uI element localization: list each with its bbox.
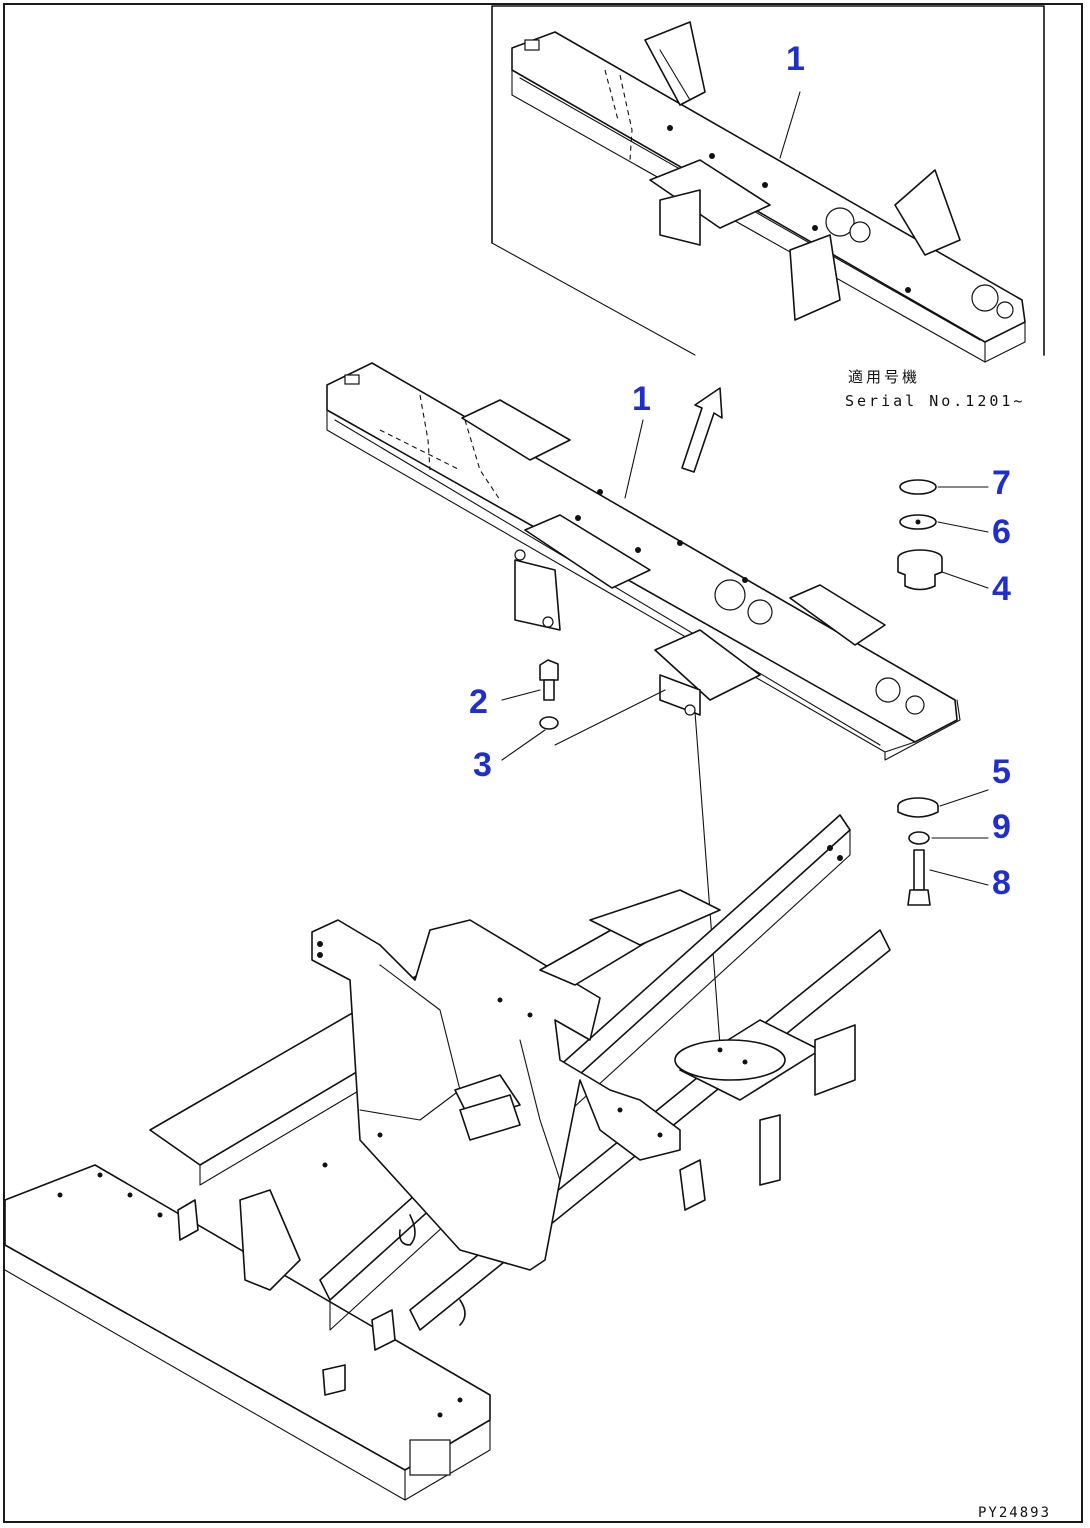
bolt-washer-upper xyxy=(501,659,666,761)
callout-part-6: 6 xyxy=(992,513,1011,551)
callout-part-2: 2 xyxy=(469,683,488,721)
serial-note-japanese: 適用号機 xyxy=(848,368,921,386)
callout-part-3: 3 xyxy=(473,746,492,784)
callout-part-1: 1 xyxy=(632,380,651,418)
alignment-line xyxy=(694,711,721,1046)
plate-washer-bolt-lower xyxy=(897,789,989,906)
drawing-number: PY24893 xyxy=(978,1505,1052,1521)
main-chassis-drawing xyxy=(4,814,891,1501)
subframe-drawing xyxy=(326,362,961,761)
cap-washer-bushing-stack xyxy=(897,479,989,591)
inset-subframe-drawing xyxy=(511,21,1026,363)
callout-part-8: 8 xyxy=(992,864,1011,902)
callout-part-9: 9 xyxy=(992,808,1011,846)
page-border xyxy=(3,3,1083,1523)
callout-part-4: 4 xyxy=(992,570,1011,608)
callout-part-5: 5 xyxy=(992,753,1011,791)
callout-inset-part-1: 1 xyxy=(786,40,805,78)
inset-frame xyxy=(491,5,1045,356)
serial-note-english: Serial No.1201~ xyxy=(845,392,1026,410)
callout-part-7: 7 xyxy=(992,464,1011,502)
